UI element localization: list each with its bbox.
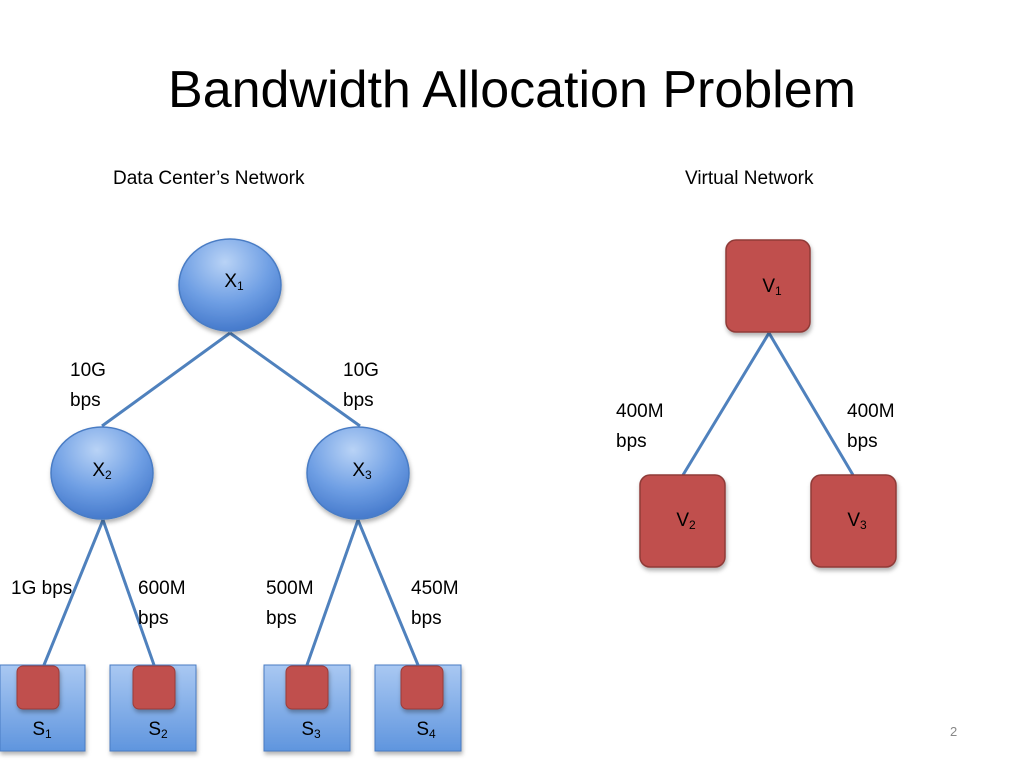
link-v1-v3 <box>767 332 855 476</box>
vm-slot-s4 <box>400 665 444 710</box>
server-label-s2: S2 <box>148 719 168 741</box>
switch-node-x2 <box>50 426 154 520</box>
vm-label-v3: V3 <box>847 510 867 532</box>
datacenter-heading: Data Center’s Network <box>113 168 305 189</box>
link-x1-x3 <box>229 331 361 428</box>
vm-label-v2: V2 <box>676 510 696 532</box>
vm-slot-s1 <box>16 665 60 710</box>
page-number: 2 <box>950 724 958 739</box>
link-v1-v2 <box>681 332 771 476</box>
switch-node-x3 <box>306 426 410 520</box>
link-x1-x2 <box>101 331 231 428</box>
server-label-s3: S3 <box>301 719 321 741</box>
switch-node-x1 <box>178 238 282 332</box>
vm-node-v3 <box>810 474 897 568</box>
slide-title: Bandwidth Allocation Problem <box>168 61 856 119</box>
link-x2-s2 <box>101 519 156 666</box>
node-label-x1: X1 <box>224 271 244 293</box>
link-x2-s1 <box>42 519 105 666</box>
node-label-x2: X2 <box>92 460 112 482</box>
vm-node-v2 <box>639 474 726 568</box>
vm-node-v1 <box>725 239 811 333</box>
vm-slot-s2 <box>132 665 176 710</box>
link-x3-s4 <box>356 519 420 666</box>
vm-label-v1: V1 <box>762 276 782 298</box>
server-label-s4: S4 <box>416 719 436 741</box>
server-label-s1: S1 <box>32 719 52 741</box>
virtual-network-heading: Virtual Network <box>685 168 814 189</box>
node-label-x3: X3 <box>352 460 372 482</box>
link-x3-s3 <box>305 519 360 666</box>
vm-slot-s3 <box>285 665 329 710</box>
bandwidth-label-x2-s1: 1G bps <box>11 578 73 599</box>
